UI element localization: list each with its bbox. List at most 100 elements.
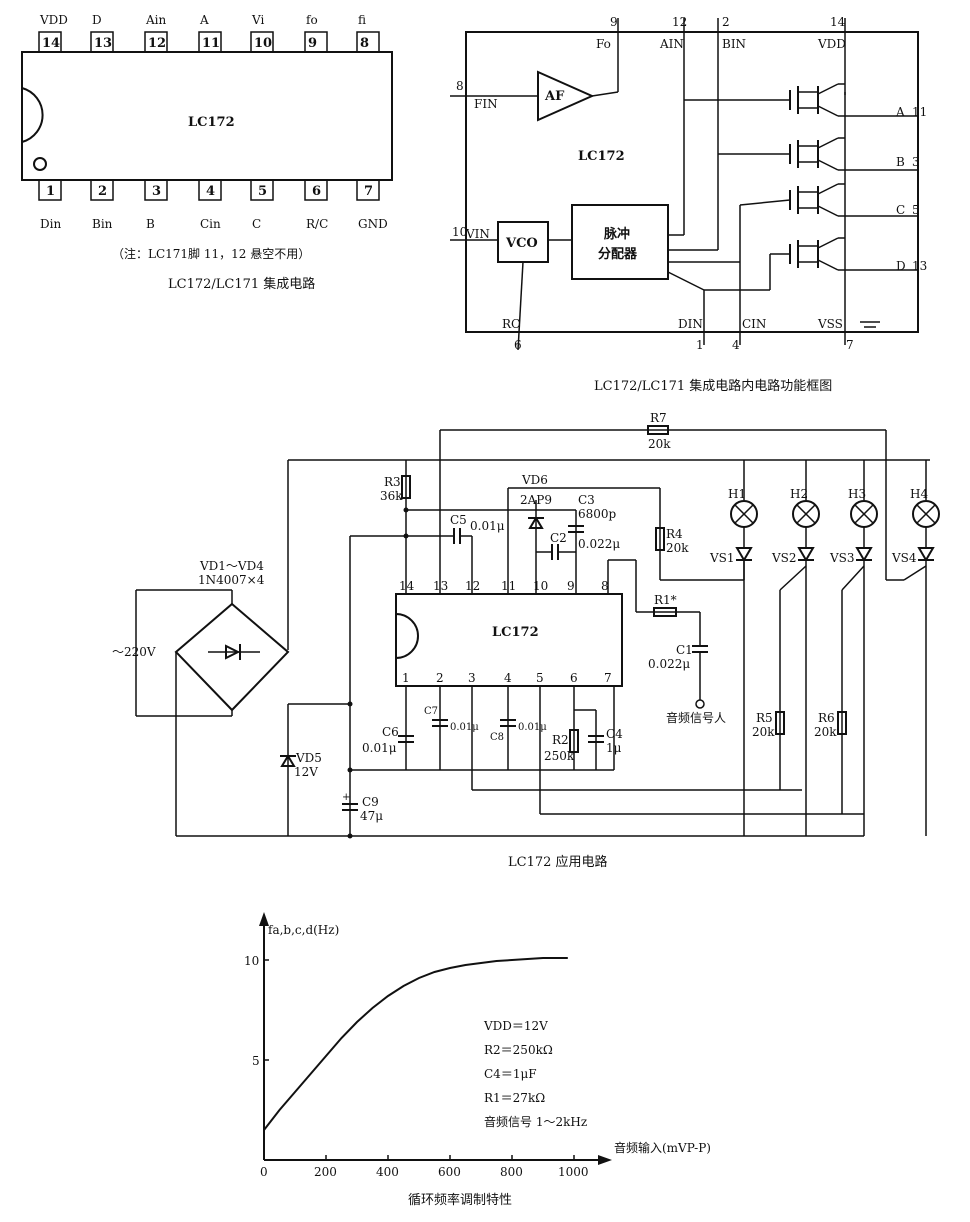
app-pin-bottom: 3	[468, 671, 476, 685]
app-pin-top: 8	[601, 579, 609, 593]
pin-box	[38, 179, 62, 201]
block-chip-label: LC172	[578, 149, 625, 164]
scr-label: VS1	[709, 551, 735, 565]
svg-text:BIN: BIN	[722, 37, 746, 51]
af-label: AF	[544, 89, 565, 104]
pin-number: 3	[152, 184, 161, 199]
pin-box	[144, 179, 168, 201]
x-tick-label: 400	[376, 1165, 399, 1179]
pin-number: 8	[360, 36, 369, 51]
pin-box	[356, 31, 380, 53]
svg-text:2AP9: 2AP9	[520, 493, 552, 507]
pin-name: Ain	[145, 13, 167, 27]
app-pin-top: 9	[567, 579, 575, 593]
pin-box	[356, 179, 380, 201]
x-tick-label: 800	[500, 1165, 523, 1179]
pin-number: 9	[308, 36, 317, 51]
pin-box	[250, 179, 274, 201]
pin-box	[90, 179, 114, 201]
pin-number: 1	[46, 184, 55, 199]
scr-label: VS4	[891, 551, 917, 565]
x-tick-label: 600	[438, 1165, 461, 1179]
scr-icon	[917, 547, 935, 562]
svg-text:6800p: 6800p	[578, 507, 617, 521]
svg-text:9: 9	[610, 15, 618, 29]
pin-box	[38, 31, 62, 53]
svg-text:C1: C1	[676, 643, 693, 657]
chart-annotation: 音频信号 1～2kHz	[484, 1114, 587, 1129]
svg-text:12V: 12V	[294, 765, 318, 779]
svg-text:VD6: VD6	[521, 473, 548, 487]
svg-text:0.022μ: 0.022μ	[648, 657, 690, 671]
block-outline	[465, 31, 919, 333]
pin1-dot	[33, 157, 47, 171]
svg-text:7: 7	[846, 338, 854, 352]
pinout-caption: LC172/LC171 集成电路	[168, 276, 315, 292]
pin-box	[90, 31, 114, 53]
svg-text:VDD: VDD	[817, 37, 846, 51]
pulse-distributor-block	[571, 204, 669, 280]
svg-text:R4: R4	[666, 527, 683, 541]
svg-text:13: 13	[912, 259, 927, 273]
app-pin-bottom: 4	[504, 671, 512, 685]
svg-text:R5: R5	[756, 711, 773, 725]
svg-text:RC: RC	[502, 317, 520, 331]
chart-annotation: C4＝1μF	[484, 1067, 537, 1081]
pin-box	[304, 31, 328, 53]
svg-text:AIN: AIN	[659, 37, 684, 51]
svg-text:4: 4	[732, 338, 740, 352]
pin-number: 2	[98, 184, 107, 199]
svg-text:20k: 20k	[814, 725, 837, 739]
app-pin-bottom: 1	[402, 671, 410, 685]
svg-text:FIN: FIN	[474, 97, 498, 111]
app-pin-top: 10	[533, 579, 548, 593]
svg-text:0.01μ: 0.01μ	[362, 741, 397, 755]
svg-text:分配器: 分配器	[598, 246, 638, 262]
pin-name: Cin	[200, 217, 221, 231]
svg-text:11: 11	[912, 105, 927, 119]
svg-text:36k: 36k	[380, 489, 403, 503]
dip-notch	[21, 87, 44, 143]
pin-name: Bin	[92, 217, 113, 231]
series-line	[263, 957, 568, 1131]
svg-text:3: 3	[912, 155, 920, 169]
scr-icon	[797, 547, 815, 562]
app-pin-bottom: 7	[604, 671, 612, 685]
pin-box	[144, 31, 168, 53]
svg-text:LC172: LC172	[492, 625, 539, 640]
pin-name: B	[146, 217, 155, 231]
svg-text:VD5: VD5	[295, 751, 322, 765]
svg-text:2: 2	[722, 15, 730, 29]
svg-text:47μ: 47μ	[360, 809, 383, 823]
svg-text:1: 1	[696, 338, 704, 352]
x-tick-label: 200	[314, 1165, 337, 1179]
chart-annotation: VDD＝12V	[483, 1019, 548, 1033]
svg-text:R7: R7	[650, 411, 667, 425]
output-transistors	[789, 83, 918, 271]
svg-text:+: +	[342, 792, 350, 803]
svg-text:C9: C9	[362, 795, 379, 809]
svg-text:8: 8	[456, 79, 464, 93]
svg-text:脉冲: 脉冲	[603, 226, 630, 242]
pinout-chip-label: LC172	[188, 115, 235, 130]
app-pin-bottom: 5	[536, 671, 544, 685]
scr-label: VS3	[829, 551, 855, 565]
pin-number: 14	[42, 36, 60, 51]
pin-box	[198, 31, 222, 53]
pin-number: 12	[148, 36, 166, 51]
y-axis-label: fa,b,c,d(Hz)	[268, 923, 339, 937]
block-caption: LC172/LC171 集成电路内电路功能框图	[594, 378, 832, 394]
pin-box	[198, 179, 222, 201]
svg-text:0.01μ: 0.01μ	[470, 519, 505, 533]
svg-text:0.022μ: 0.022μ	[578, 537, 620, 551]
svg-text:～220V: ～220V	[112, 645, 156, 659]
scr-icon	[855, 547, 873, 562]
pin-number: 4	[206, 184, 215, 199]
